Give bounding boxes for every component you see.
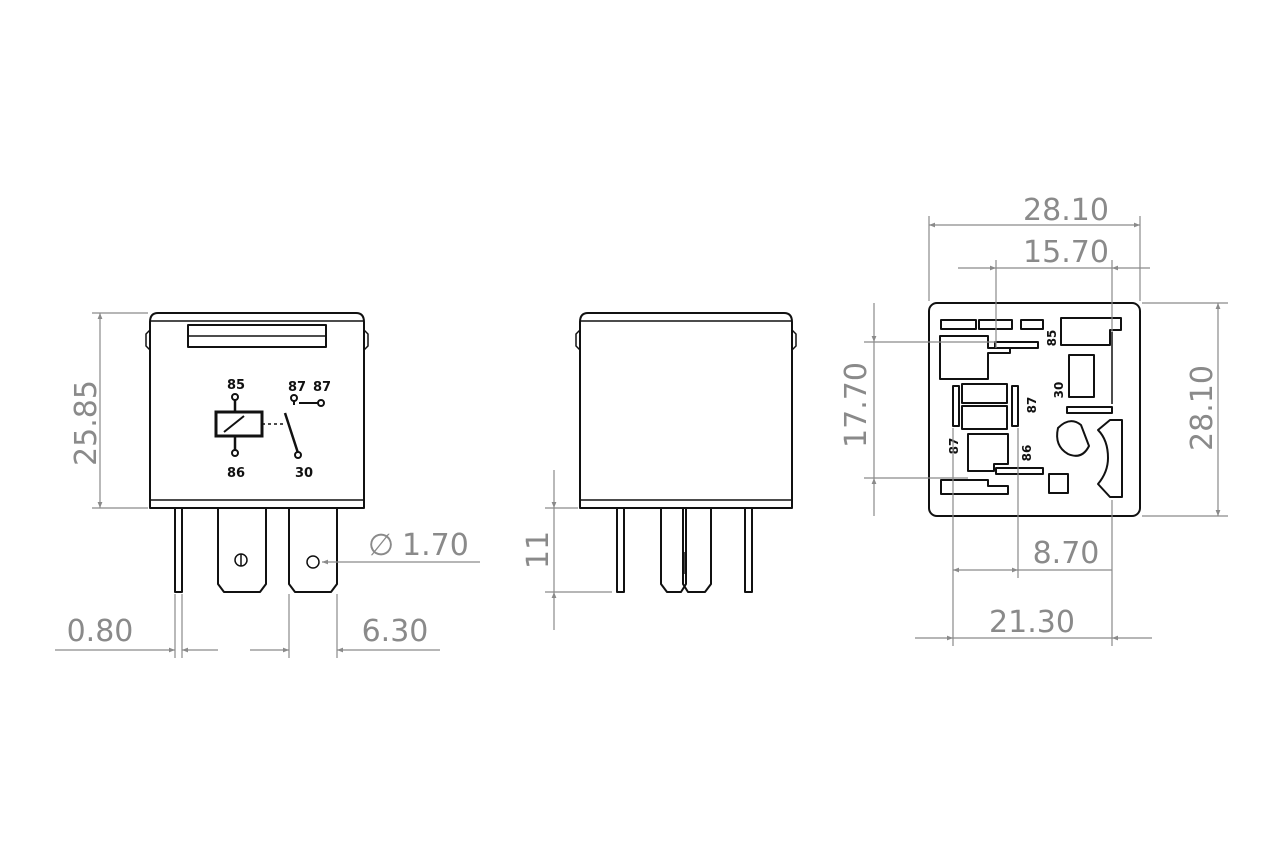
pin-label-86: 86: [1020, 445, 1034, 462]
pin-label-87-right: 87: [1025, 397, 1039, 414]
dim-blade-width: 6.30: [362, 614, 429, 649]
side-view: [575, 312, 797, 593]
coil-symbol: [214, 410, 264, 438]
dim-pin-length: 11: [521, 531, 556, 569]
bottom-view: 85 30 87 87 86: [928, 302, 1141, 517]
dim-bottom-offset-a: 8.70: [1033, 536, 1100, 571]
dim-bottom-height-inner: 17.70: [839, 362, 874, 448]
dim-hole-diameter: 1.70: [402, 528, 469, 563]
label-85: 85: [227, 378, 245, 393]
side-dimensions: 11: [521, 470, 612, 630]
pin-label-87-left: 87: [947, 438, 961, 455]
label-86: 86: [227, 466, 245, 481]
front-view: 85 86 87 87 30: [145, 312, 369, 593]
dim-bottom-height-total: 28.10: [1185, 365, 1220, 451]
thin-pin: [174, 507, 183, 593]
dim-bottom-width-inner: 15.70: [1023, 235, 1109, 270]
dim-pin-thickness: 0.80: [67, 614, 134, 649]
label-87-a: 87: [288, 380, 306, 395]
dim-bottom-width-total: 28.10: [1023, 193, 1109, 228]
label-30: 30: [295, 466, 313, 481]
front-dimensions: 25.85 0.80 6.30 ∅ 1.70: [55, 312, 480, 658]
label-87-b: 87: [313, 380, 331, 395]
dim-hole-symbol: ∅: [368, 528, 394, 563]
blade-terminal-left: [217, 508, 267, 593]
blade-terminal-right: [288, 508, 338, 593]
pin-label-85: 85: [1045, 330, 1059, 347]
relay-schematic: 85 86 87 87 30: [214, 378, 331, 481]
bottom-dimensions: 28.10 15.70 28.10 17.70 8.70 21.30: [839, 193, 1228, 646]
dim-bottom-offset-b: 21.30: [989, 605, 1075, 640]
pin-label-30: 30: [1052, 382, 1066, 399]
dim-front-height: 25.85: [69, 380, 104, 466]
